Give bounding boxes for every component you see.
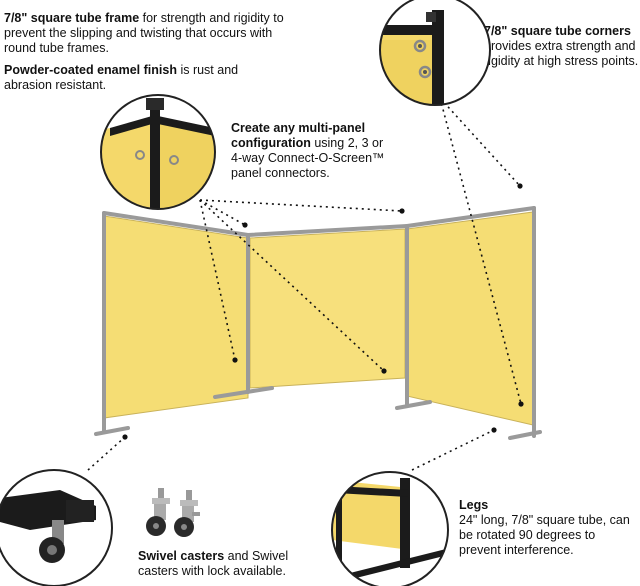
legs-detail-circle bbox=[331, 471, 449, 586]
corners-callout: 7/8" square tube corners provides extra … bbox=[484, 24, 639, 69]
finish-callout: Powder-coated enamel finish is rust and … bbox=[4, 63, 264, 93]
screen-panels bbox=[94, 206, 542, 440]
leader-lines bbox=[87, 97, 522, 471]
casters-callout-title: Swivel casters bbox=[138, 549, 225, 563]
caster-detail-circle bbox=[0, 469, 113, 586]
finish-callout-body: is rust and abrasion resistant. bbox=[4, 63, 239, 92]
middle-panel-curtain bbox=[249, 228, 406, 389]
casters-callout: Swivel casters and Swivel casters with l… bbox=[138, 549, 318, 579]
leader-dots bbox=[122, 183, 524, 440]
frame-callout-body: for strength and rigidity to prevent the… bbox=[4, 11, 284, 55]
finish-callout-title: Powder-coated enamel finish bbox=[4, 63, 177, 77]
screen-frame bbox=[102, 206, 536, 438]
frame-callout: 7/8" square tube frame for strength and … bbox=[4, 11, 294, 56]
screen-legs bbox=[94, 386, 542, 440]
right-panel-curtain bbox=[406, 211, 534, 426]
swivel-casters bbox=[146, 488, 200, 537]
multipanel-callout-body: using 2, 3 or 4-way Connect-O-Screen™ pa… bbox=[231, 136, 385, 180]
casters-callout-body: and Swivel casters with lock available. bbox=[138, 549, 289, 578]
left-panel-curtain bbox=[103, 215, 249, 419]
legs-callout-title: Legs bbox=[459, 498, 489, 512]
multipanel-callout-title: Create any multi-panel configuration bbox=[231, 121, 366, 150]
corners-callout-body: provides extra strength and rigidity at … bbox=[484, 39, 639, 68]
legs-callout-body: 24" long, 7/8" square tube, can be rotat… bbox=[459, 513, 630, 557]
legs-callout: Legs 24" long, 7/8" square tube, can be … bbox=[459, 498, 635, 558]
multipanel-callout: Create any multi-panel configuration usi… bbox=[231, 121, 391, 181]
corners-callout-title: 7/8" square tube corners bbox=[484, 24, 631, 38]
connector-detail-circle bbox=[100, 94, 216, 210]
frame-callout-title: 7/8" square tube frame bbox=[4, 11, 140, 25]
corner-detail-circle bbox=[379, 0, 491, 106]
